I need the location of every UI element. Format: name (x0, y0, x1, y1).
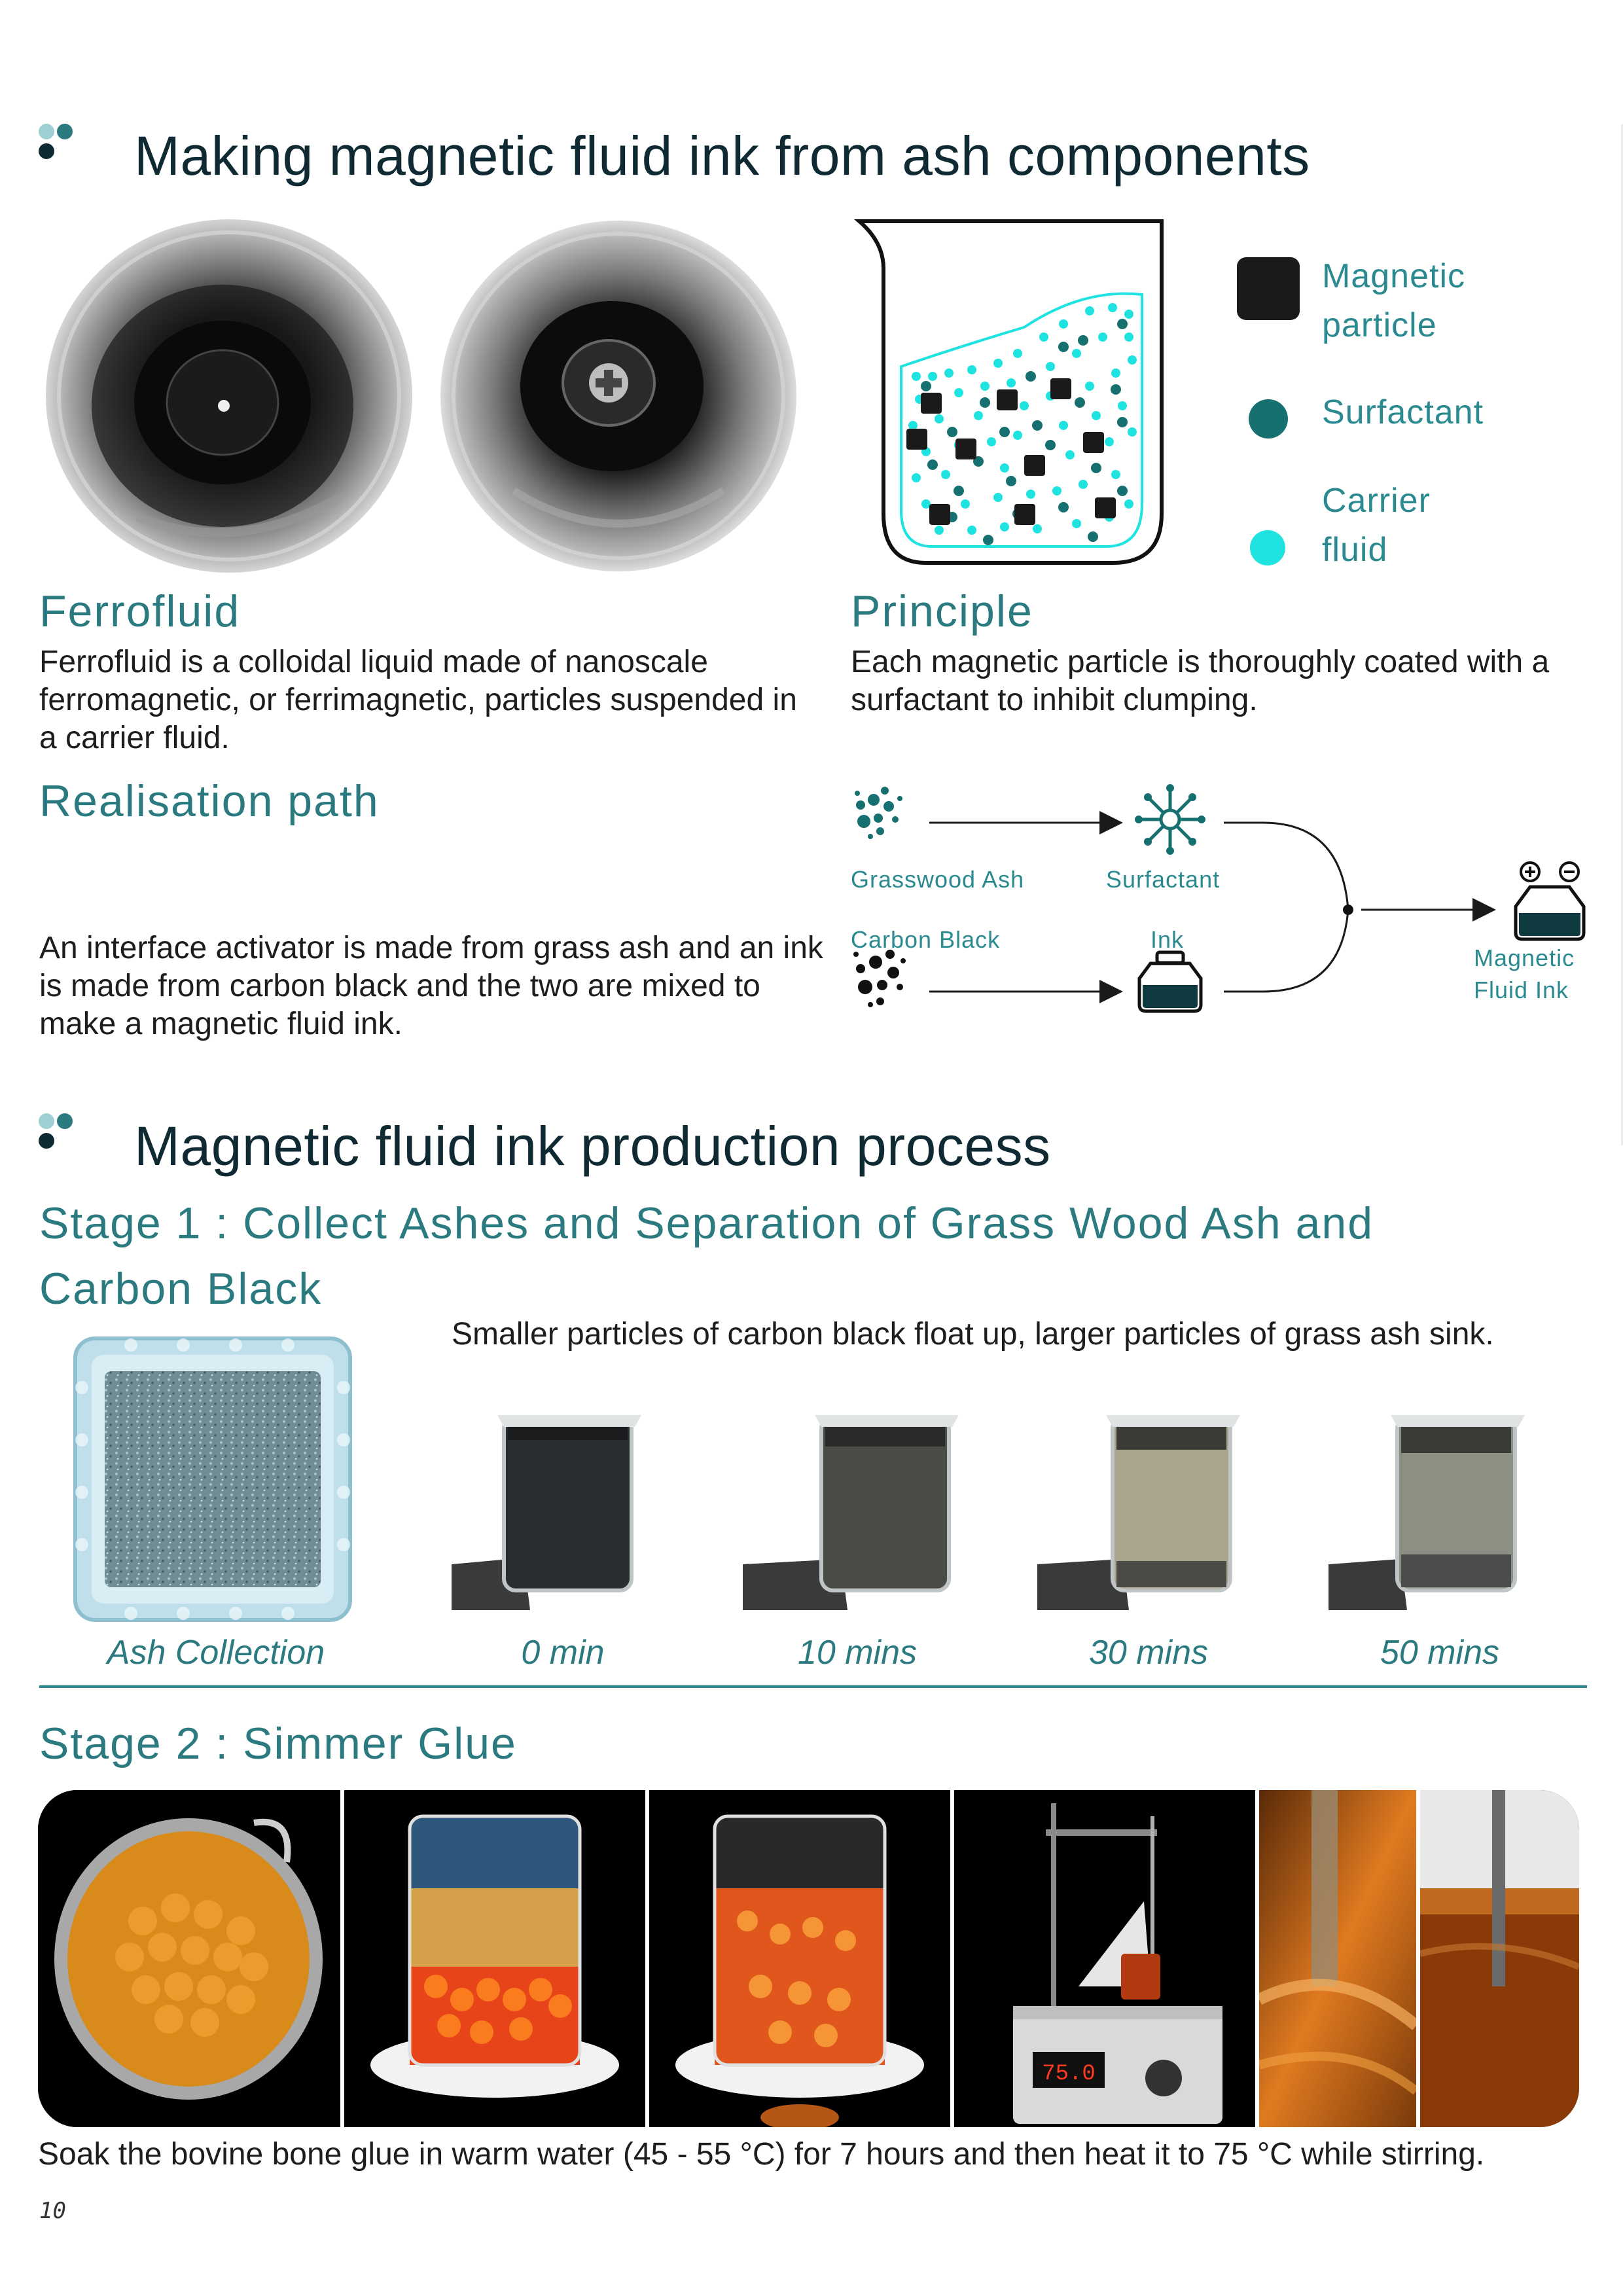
caption-0-min: 0 min (521, 1634, 605, 1672)
carrier-fluid-icon (1250, 530, 1285, 565)
production-title: Magnetic fluid ink production process (134, 1115, 1051, 1177)
magnetic-particle-icon (1237, 257, 1300, 320)
realisation-flow-diagram (853, 784, 1586, 1013)
page-number: 10 (39, 2198, 66, 2224)
stage1-heading-line1: Stage 1 : Collect Ashes and Separation o… (39, 1198, 1374, 1248)
flow-grasswood-label: Grasswood Ash (851, 866, 1025, 893)
stage1-heading-line2: Carbon Black (39, 1264, 323, 1314)
caption-ash-collection: Ash Collection (107, 1634, 325, 1672)
stage2-photo-strip: 75.0 (38, 1790, 1579, 2127)
realisation-heading: Realisation path (39, 776, 380, 826)
stage-divider (39, 1685, 1587, 1688)
glue-dish-photo (38, 1790, 340, 2127)
stirring-glue-photo (1259, 1790, 1416, 2127)
principle-beaker-diagram (854, 219, 1164, 565)
caption-50-mins: 50 mins (1380, 1634, 1500, 1672)
flow-result-label-1: Magnetic (1474, 944, 1575, 971)
beaker-photo-0min (452, 1415, 641, 1610)
realisation-text: An interface activator is made from gras… (39, 931, 823, 1041)
legend-carrier-label-2: fluid (1322, 531, 1388, 569)
carbon-black-icon (853, 950, 906, 1007)
legend-carrier-label-1: Carrier (1322, 482, 1431, 520)
beaker-photo-30min (1037, 1415, 1240, 1610)
flow-surfactant-label: Surfactant (1106, 866, 1221, 893)
grasswood-ash-icon (855, 787, 902, 839)
ferrofluid-heading: Ferrofluid (39, 586, 241, 636)
stage1-note: Smaller particles of carbon black float … (452, 1317, 1494, 1352)
glue-beaker-photo-1 (344, 1790, 645, 2127)
surfactant-icon (1249, 399, 1288, 439)
flow-result-label-2: Fluid Ink (1474, 977, 1569, 1003)
ferrofluid-text: Ferrofluid is a colloidal liquid made of… (39, 645, 797, 755)
hotplate-display-reading: 75.0 (1042, 2062, 1096, 2087)
section-bullet-icon (39, 1113, 73, 1149)
beaker-photo-10min (743, 1415, 959, 1610)
ferrofluid-dish-photo-1 (46, 219, 412, 573)
legend-magnetic-label-2: particle (1322, 306, 1437, 344)
caption-30-mins: 30 mins (1088, 1634, 1209, 1672)
ink-bottle-icon (1137, 950, 1203, 1013)
stage2-note: Soak the bovine bone glue in warm water … (38, 2137, 1485, 2172)
legend-surfactant-label: Surfactant (1322, 393, 1484, 431)
section-bullet-icon (39, 124, 73, 159)
flow-ink-label: Ink (1150, 926, 1185, 953)
hotplate-stirrer-photo: 75.0 (954, 1790, 1255, 2127)
flow-carbon-black-label: Carbon Black (851, 926, 1001, 953)
caption-10-mins: 10 mins (797, 1634, 918, 1672)
glue-beaker-closeup-photo (1420, 1790, 1579, 2127)
page-edge-line (1621, 124, 1623, 1145)
legend-magnetic-label-1: Magnetic (1322, 257, 1465, 295)
beaker-photo-50min (1329, 1415, 1525, 1610)
ash-collection-photo (73, 1336, 352, 1622)
stage2-heading: Stage 2 : Simmer Glue (39, 1719, 517, 1768)
principle-text: Each magnetic particle is thoroughly coa… (851, 645, 1550, 717)
glue-beaker-photo-2 (649, 1790, 950, 2127)
ferrofluid-dish-photo-2 (440, 221, 796, 571)
magnetic-fluid-ink-icon (1514, 861, 1586, 941)
section-title: Making magnetic fluid ink from ash compo… (134, 125, 1310, 187)
surfactant-molecule-icon (1141, 791, 1199, 848)
principle-heading: Principle (851, 586, 1033, 636)
